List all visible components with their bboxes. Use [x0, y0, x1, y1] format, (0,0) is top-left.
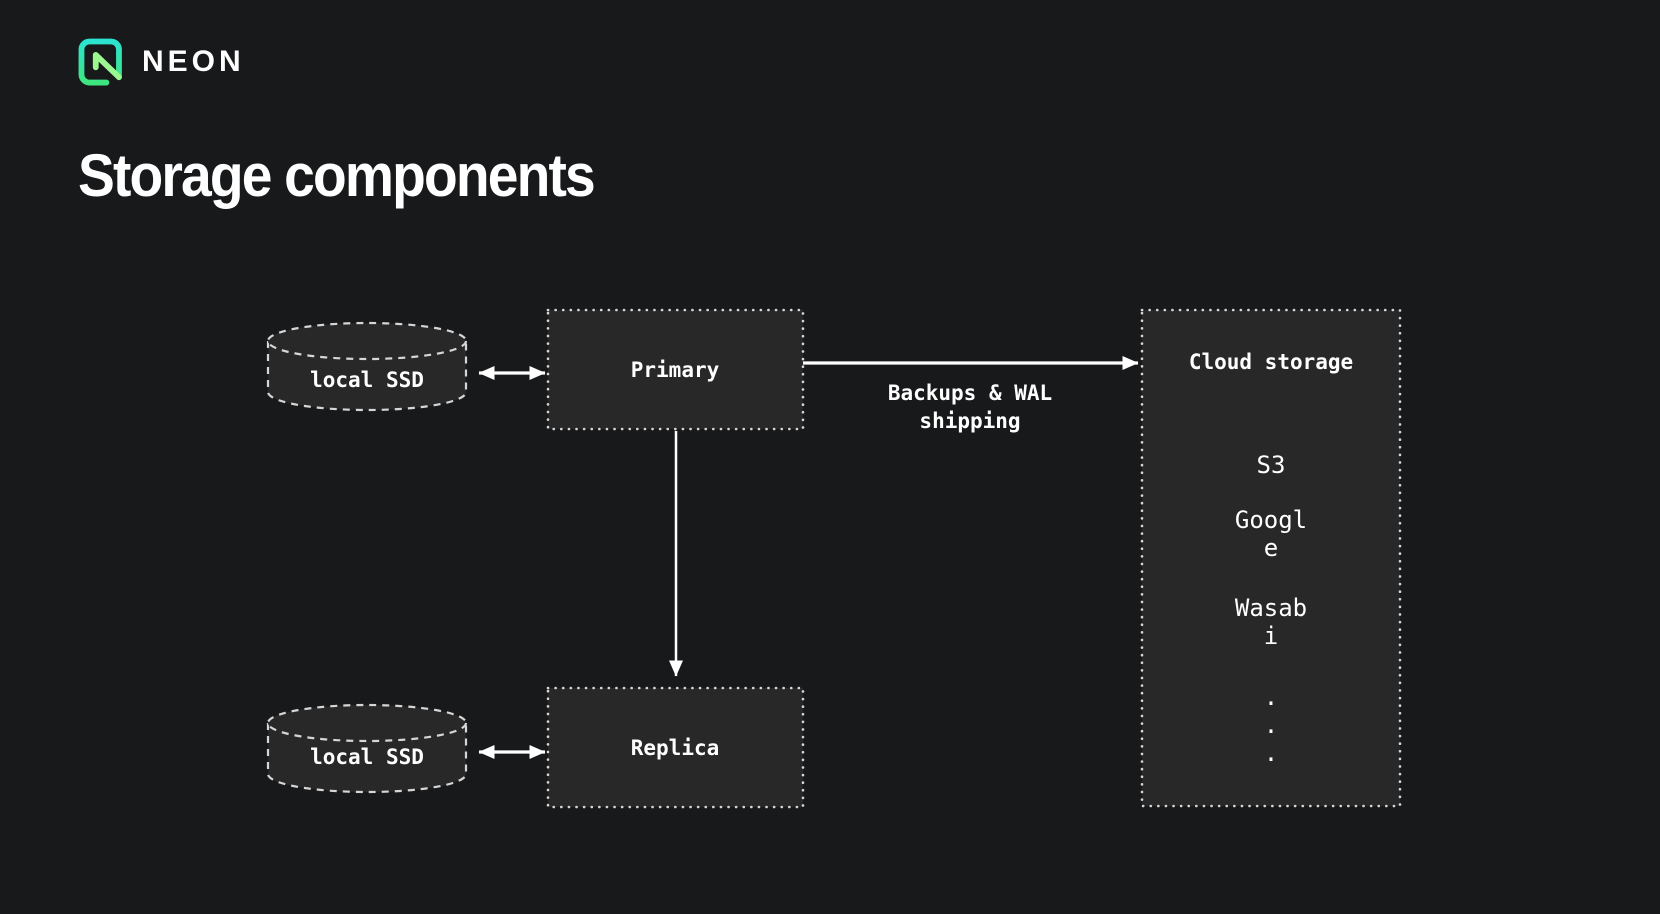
- cloud-storage-title: Cloud storage: [1188, 350, 1354, 374]
- backups-wal-arrow-label: Backups & WAL shipping: [887, 381, 1053, 433]
- ellipsis-dot: .: [1263, 739, 1279, 767]
- local-ssd-top-cylinder: [266, 321, 468, 412]
- cloud-storage-box: [1140, 308, 1402, 808]
- page-title: Storage components: [78, 142, 596, 209]
- ellipsis-dot: .: [1263, 711, 1279, 739]
- local-ssd-bottom-label: local SSD: [310, 745, 424, 769]
- replica-node-label: Replica: [630, 736, 720, 760]
- brand-wordmark: NEON: [142, 45, 245, 78]
- cloud-provider-s3: S3: [1256, 451, 1286, 479]
- replica-box: [546, 686, 805, 809]
- local-ssd-bottom-cylinder: [266, 703, 468, 794]
- cloud-provider-list: S3 Googl e Wasab i . . .: [1142, 451, 1400, 767]
- cloud-provider-google: Googl e: [1234, 506, 1308, 562]
- primary-box: [546, 308, 805, 431]
- neon-logo-icon: [78, 38, 122, 86]
- brand-header: NEON: [77, 37, 245, 87]
- ellipsis-dot: .: [1263, 683, 1279, 711]
- local-ssd-top-label: local SSD: [310, 368, 424, 392]
- primary-node-label: Primary: [630, 358, 720, 382]
- cloud-provider-wasabi: Wasab i: [1234, 594, 1308, 650]
- ellipsis-dots: . . .: [1142, 683, 1400, 767]
